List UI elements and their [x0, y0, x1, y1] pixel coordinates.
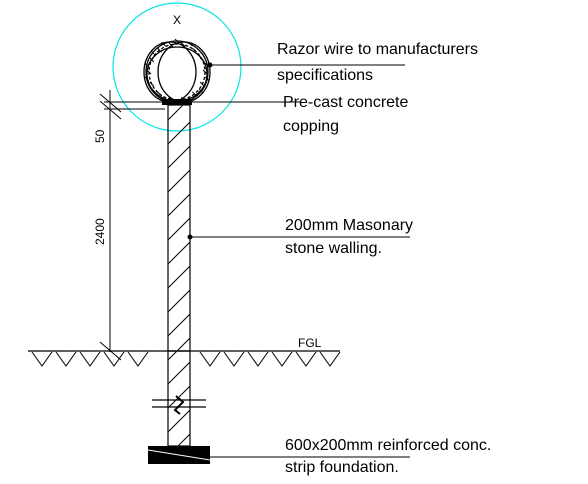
copping-label-2: copping	[283, 118, 339, 135]
razor-wire-label-1: Razor wire to manufacturers	[277, 41, 478, 58]
foundation-label-2: strip foundation.	[285, 459, 399, 476]
ground-hatch	[31, 351, 341, 367]
razor-wire-barbs	[144, 38, 210, 106]
wall-height-dimension: 2400	[93, 218, 107, 245]
foundation-label-1: 600x200mm reinforced conc.	[285, 437, 491, 454]
masonry-wall	[167, 104, 191, 352]
razor-wire-coil	[143, 40, 211, 104]
walling-label-1: 200mm Masonary	[285, 217, 413, 234]
height-dimension	[99, 90, 165, 361]
detail-marker: X	[173, 13, 181, 27]
razor-wire-leader	[207, 62, 405, 68]
walling-label-2: stone walling.	[285, 240, 382, 257]
copping-label-1: Pre-cast concrete	[283, 94, 408, 111]
walling-leader	[187, 234, 410, 240]
copping-dimension: 50	[93, 129, 107, 143]
wall-break-mark	[152, 395, 206, 415]
ground-level-label: FGL	[298, 336, 322, 350]
razor-wire-label-2: specifications	[277, 67, 373, 84]
